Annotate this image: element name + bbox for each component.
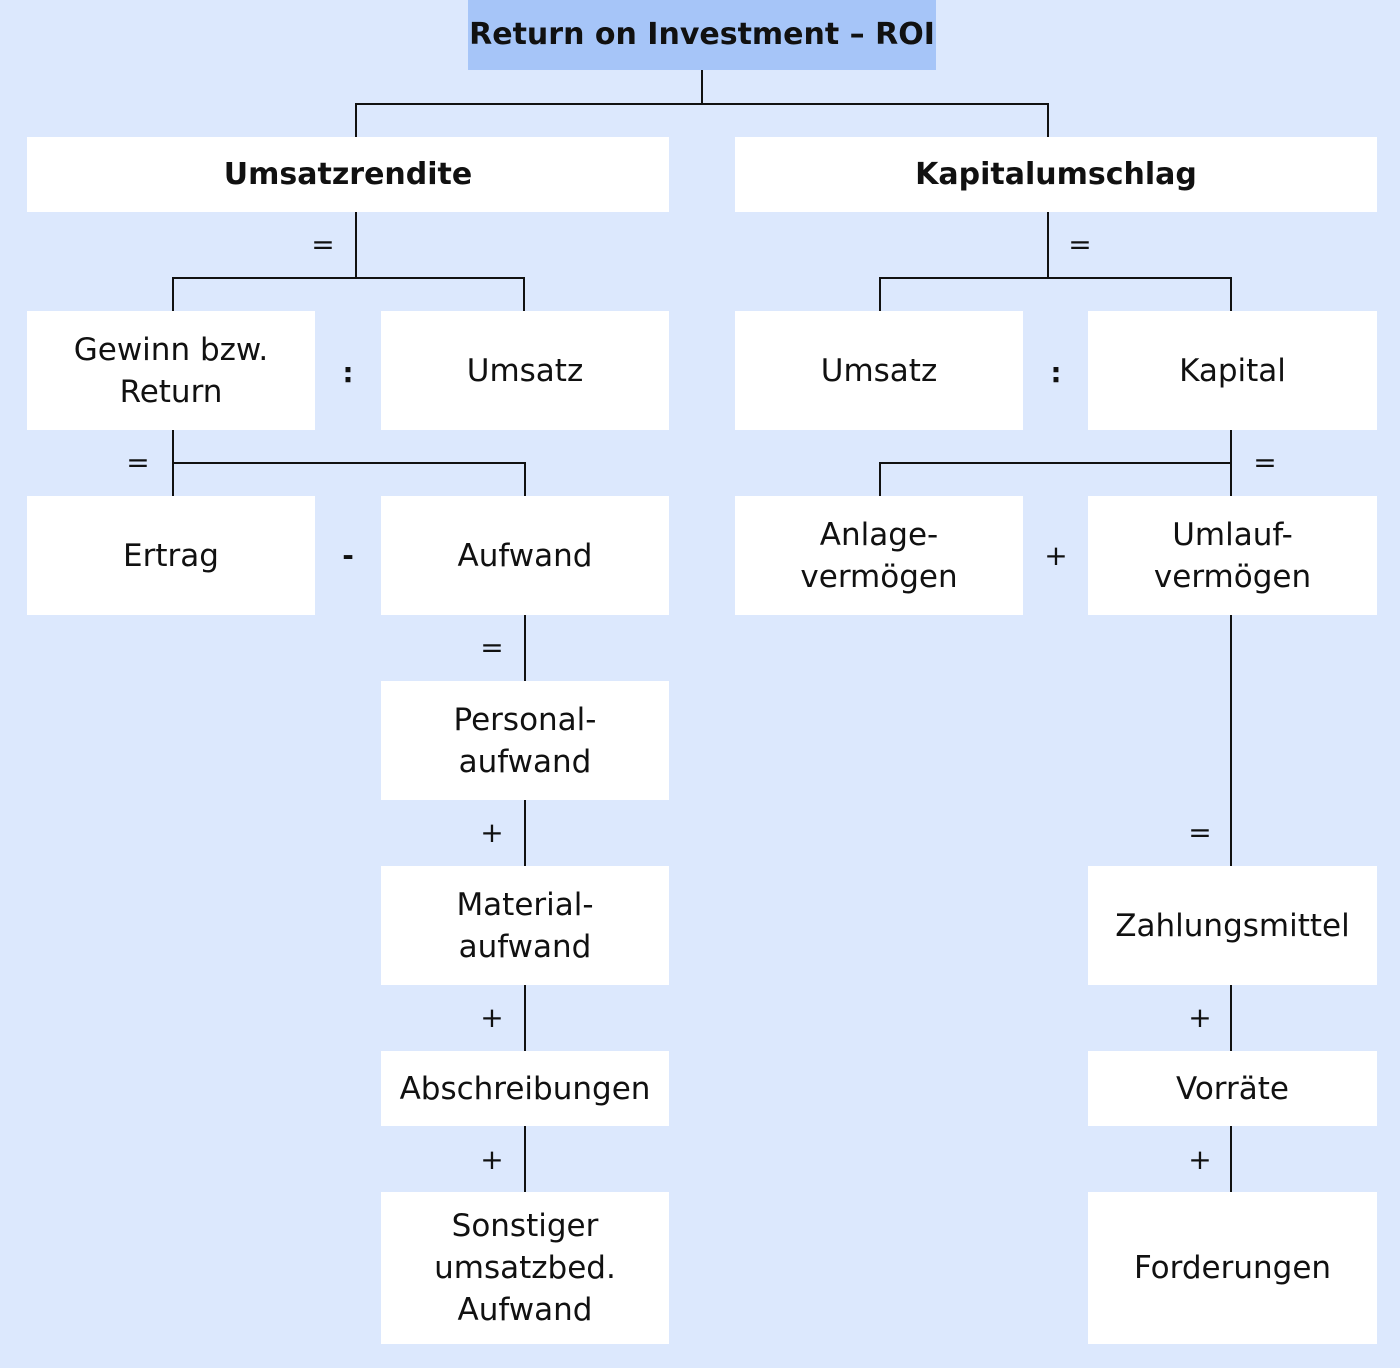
personalaufwand-label-line-1: Personal- xyxy=(453,701,597,738)
umsatz-kapital-division-sign: : xyxy=(1050,356,1062,389)
kapitalumschlag-label: Kapitalumschlag xyxy=(915,156,1197,192)
gewinn-box: Gewinn bzw. Return xyxy=(27,311,315,430)
materialaufwand-box: Material- aufwand xyxy=(381,866,669,985)
anlagevermoegen-label-line-1: Anlage- xyxy=(819,516,939,553)
kapital-box: Kapital xyxy=(1088,311,1377,430)
umlauf-plus-sign-1: + xyxy=(1188,1001,1212,1034)
abschreibungen-label: Abschreibungen xyxy=(399,1070,651,1107)
materialaufwand-label-line-2: aufwand xyxy=(458,928,592,965)
roi-label: Return on Investment – ROI xyxy=(469,17,935,52)
ertrag-label: Ertrag xyxy=(123,537,219,574)
materialaufwand-label-line-1: Material- xyxy=(456,886,594,923)
aufwand-plus-sign-3: + xyxy=(480,1143,504,1176)
umsatz-left-box: Umsatz xyxy=(381,311,669,430)
gewinn-label-line-1: Gewinn bzw. xyxy=(73,331,269,368)
umsatzrendite-equals-sign: = xyxy=(311,228,335,261)
sonstiger-aufwand-label-line-2: umsatzbed. xyxy=(434,1250,616,1286)
gewinn-equals-sign: = xyxy=(126,446,150,479)
kapital-label: Kapital xyxy=(1179,352,1286,389)
zahlungsmittel-box: Zahlungsmittel xyxy=(1088,866,1377,985)
forderungen-label: Forderungen xyxy=(1133,1250,1332,1286)
aufwand-equals-sign: = xyxy=(480,631,504,664)
kapitalumschlag-box: Kapitalumschlag xyxy=(735,137,1377,212)
anlagevermoegen-label-line-2: vermögen xyxy=(800,558,958,595)
gewinn-label-line-2: Return xyxy=(119,373,223,410)
aufwand-box: Aufwand xyxy=(381,496,669,615)
aufwand-plus-sign-2: + xyxy=(480,1001,504,1034)
sonstiger-aufwand-label-line-1: Sonstiger xyxy=(451,1208,599,1244)
sonstiger-aufwand-label-line-3: Aufwand xyxy=(457,1292,593,1328)
kapitalumschlag-equals-sign: = xyxy=(1068,228,1092,261)
abschreibungen-box: Abschreibungen xyxy=(381,1051,669,1126)
umsatz-right-box: Umsatz xyxy=(735,311,1023,430)
forderungen-box: Forderungen xyxy=(1088,1192,1377,1344)
umlaufvermoegen-label-line-2: vermögen xyxy=(1153,558,1312,595)
aufwand-label: Aufwand xyxy=(457,537,593,574)
anlagevermoegen-box: Anlage- vermögen xyxy=(735,496,1023,615)
ertrag-box: Ertrag xyxy=(27,496,315,615)
zahlungsmittel-label: Zahlungsmittel xyxy=(1115,907,1350,944)
umlauf-equals-sign: = xyxy=(1188,816,1212,849)
kapital-equals-sign: = xyxy=(1253,446,1277,479)
umlaufvermoegen-box: Umlauf- vermögen xyxy=(1088,496,1377,615)
gewinn-umsatz-division-sign: : xyxy=(342,356,354,389)
umlaufvermoegen-label-line-1: Umlauf- xyxy=(1172,516,1293,553)
umlauf-plus-sign-2: + xyxy=(1188,1143,1212,1176)
aufwand-plus-sign-1: + xyxy=(480,816,504,849)
umsatz-right-label: Umsatz xyxy=(820,352,938,389)
umsatz-left-label: Umsatz xyxy=(466,352,584,389)
vorraete-box: Vorräte xyxy=(1088,1051,1377,1126)
umsatzrendite-label: Umsatzrendite xyxy=(223,156,473,192)
vorraete-label: Vorräte xyxy=(1176,1070,1289,1107)
ertrag-aufwand-minus-sign: - xyxy=(342,539,354,572)
personalaufwand-box: Personal- aufwand xyxy=(381,681,669,800)
roi-box: Return on Investment – ROI xyxy=(468,0,936,70)
personalaufwand-label-line-2: aufwand xyxy=(458,743,592,780)
sonstiger-aufwand-box: Sonstiger umsatzbed. Aufwand xyxy=(381,1192,669,1344)
anlage-umlauf-plus-sign: + xyxy=(1044,539,1068,572)
umsatzrendite-box: Umsatzrendite xyxy=(27,137,669,212)
